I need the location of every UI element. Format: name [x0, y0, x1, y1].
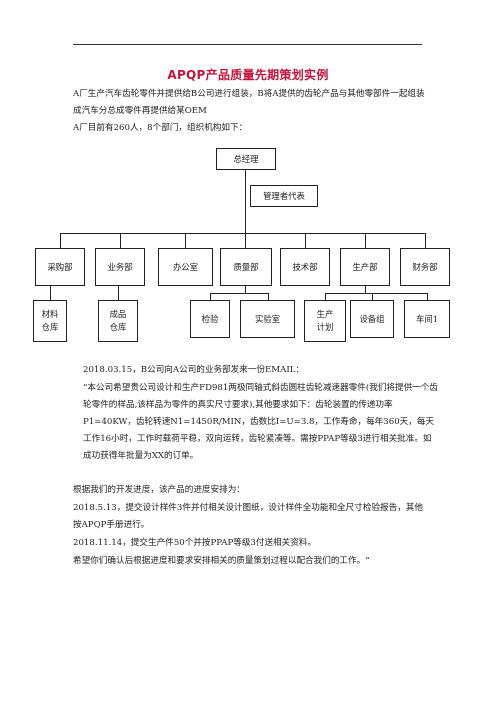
org-box-production-planning: 生产 计划 [304, 300, 346, 342]
org-drop-line [305, 233, 306, 248]
org-box-laboratory: 实验室 [240, 300, 295, 338]
org-sub-bus-line [210, 293, 268, 294]
org-box-general-manager: 总经理 [216, 148, 276, 170]
intro-paragraph: A厂生产汽车齿轮零件并提供给B公司进行组装，B将A提供的齿轮产品与其他零部件一起… [73, 89, 425, 116]
header-rule [73, 44, 422, 45]
org-sub-line [372, 293, 373, 300]
org-drop-line [425, 233, 426, 248]
org-sub-line [427, 293, 428, 300]
page-title: APQP产品质量先期策划实例 [167, 68, 329, 82]
org-box-sales: 业务部 [95, 248, 145, 286]
org-box-quality: 质量部 [220, 248, 272, 286]
org-drop-line [185, 233, 186, 248]
org-box-management-rep: 管理者代表 [250, 185, 318, 207]
org-box-equipment-group: 设备组 [350, 300, 394, 338]
org-sub-line [268, 293, 269, 300]
org-trunk-line [245, 170, 246, 248]
email-request-paragraph: “本公司希望贵公司设计和生产FD981两极同轴式斜齿圆柱齿轮减速器零件(我们将提… [83, 383, 438, 461]
org-sub-line [245, 286, 246, 293]
org-box-finance: 财务部 [400, 248, 450, 286]
org-box-office: 办公室 [158, 248, 213, 286]
org-box-purchasing: 采购部 [35, 248, 85, 286]
schedule-intro-line: 根据我们的开发进度，该产品的进度安排为： [73, 485, 245, 495]
org-box-material-warehouse: 材料 仓库 [33, 300, 67, 342]
schedule-item-2: 2018.11.14，提交生产件50个并按PPAP等级3付送相关资料。 [73, 538, 317, 548]
closing-line: 希望你们确认后根据进度和要求安排相关的质量策划过程以配合我们的工作。“ [73, 556, 370, 566]
org-box-workshop-1: 车间1 [404, 300, 450, 338]
org-drop-line [60, 233, 61, 248]
org-sub-line [50, 286, 51, 300]
org-sub-line [118, 286, 119, 300]
org-sub-line [210, 293, 211, 300]
schedule-item-1: 2018.5.13，提交设计样件3件并付相关设计图纸，设计样件全功能和全尺寸检验… [73, 503, 423, 530]
org-drop-line [365, 233, 366, 248]
org-box-product-warehouse: 成品 仓库 [98, 300, 138, 342]
org-box-technical: 技术部 [280, 248, 330, 286]
org-sub-line [325, 293, 326, 300]
org-sub-bus-line [325, 293, 428, 294]
org-dept-bus-line [60, 233, 425, 234]
org-box-inspection: 检验 [190, 300, 230, 338]
org-box-production: 生产部 [340, 248, 390, 286]
org-intro-line: A厂目前有260人，8个部门，组织机构如下： [73, 123, 248, 133]
email-intro-line: 2018.03.15，B公司向A公司的业务部发来一份EMAIL： [83, 365, 305, 375]
org-drop-line [120, 233, 121, 248]
org-sub-line [365, 286, 366, 293]
